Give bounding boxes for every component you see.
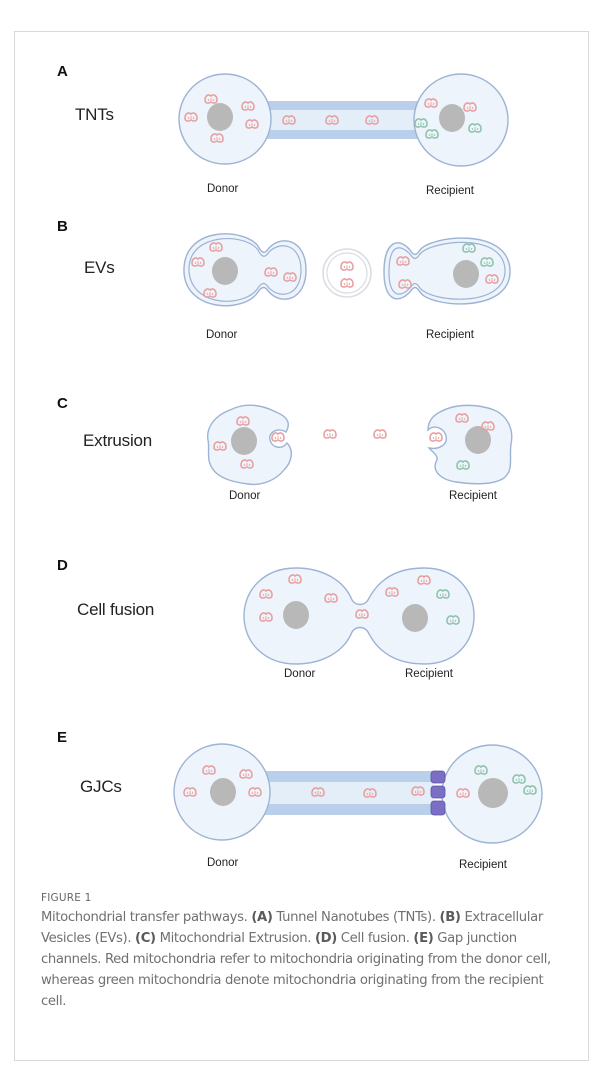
panel-b-diagram bbox=[183, 233, 511, 307]
donor-nucleus bbox=[207, 103, 233, 131]
recipient-nucleus bbox=[465, 426, 491, 454]
panel-a-name: TNTs bbox=[75, 105, 114, 124]
recipient-cell-membrane-inner bbox=[388, 241, 506, 300]
panel-e-name: GJCs bbox=[80, 777, 122, 796]
panel-a-diagram bbox=[178, 73, 509, 167]
figure-card bbox=[14, 31, 589, 1061]
panel-a-letter: A bbox=[57, 63, 68, 80]
gap-junction bbox=[430, 770, 446, 784]
red-mitochondrion-icon bbox=[429, 432, 443, 442]
panel-e-donor-label: Donor bbox=[207, 857, 239, 869]
panel-e-diagram bbox=[173, 743, 543, 844]
figure-number: FIGURE 1 bbox=[41, 892, 92, 904]
recipient-nucleus bbox=[402, 604, 428, 632]
panel-c-letter: C bbox=[57, 395, 68, 412]
gap-junction bbox=[430, 800, 446, 816]
gap-junction bbox=[430, 785, 446, 799]
panel-c-diagram bbox=[207, 404, 513, 486]
extracellular-vesicle bbox=[322, 248, 372, 298]
caption-text: Mitochondrial Extrusion. bbox=[155, 931, 315, 946]
recipient-nucleus bbox=[439, 104, 465, 132]
panel-e-recipient-label: Recipient bbox=[459, 859, 507, 871]
panel-b-donor-label: Donor bbox=[206, 329, 238, 341]
red-mitochondrion-icon bbox=[271, 432, 285, 442]
caption-text: Mitochondrial transfer pathways. bbox=[41, 910, 252, 925]
donor-nucleus bbox=[283, 601, 309, 629]
tunnel-nanotube-lumen bbox=[260, 110, 420, 130]
panel-d-recipient-label: Recipient bbox=[405, 668, 453, 680]
panel-d-letter: D bbox=[57, 557, 68, 574]
caption-panel-ref: (E) bbox=[413, 931, 434, 946]
donor-nucleus bbox=[212, 257, 238, 285]
recipient-nucleus bbox=[453, 260, 479, 288]
caption-text: Cell fusion. bbox=[336, 931, 414, 946]
panel-d-name: Cell fusion bbox=[77, 600, 155, 619]
donor-cell-membrane-inner bbox=[188, 238, 302, 302]
caption-panel-ref: (B) bbox=[439, 910, 461, 925]
cell-connection-lumen bbox=[262, 782, 434, 804]
caption-panel-ref: (C) bbox=[135, 931, 156, 946]
donor-cell-budding bbox=[183, 233, 307, 307]
figure-caption: Mitochondrial transfer pathways. (A) Tun… bbox=[41, 907, 571, 1012]
panel-a-donor-label: Donor bbox=[207, 183, 239, 195]
caption-text: Extracellular Vesicles (EVs). bbox=[41, 910, 543, 946]
panel-e-letter: E bbox=[57, 729, 68, 746]
caption-panel-ref: (A) bbox=[251, 910, 273, 925]
panel-b-recipient-label: Recipient bbox=[426, 329, 474, 341]
panel-c-donor-label: Donor bbox=[229, 490, 261, 502]
donor-nucleus bbox=[210, 778, 236, 806]
extracellular-vesicle-inner bbox=[326, 252, 368, 294]
panel-b-name: EVs bbox=[84, 258, 115, 277]
gap-junction-channels bbox=[430, 770, 446, 816]
red-mitochondrion-icon bbox=[323, 429, 337, 439]
panel-b-letter: B bbox=[57, 218, 68, 235]
panel-d-donor-label: Donor bbox=[284, 668, 316, 680]
recipient-cell-fusing bbox=[383, 237, 511, 305]
caption-panel-ref: (D) bbox=[314, 931, 337, 946]
panel-a-recipient-label: Recipient bbox=[426, 185, 474, 197]
recipient-nucleus bbox=[478, 778, 508, 808]
caption-text: Tunnel Nanotubes (TNTs). bbox=[272, 910, 440, 925]
caption-text: Gap junction channels. Red mitochondria … bbox=[41, 931, 551, 1009]
donor-nucleus bbox=[231, 427, 257, 455]
red-mitochondrion-icon bbox=[373, 429, 387, 439]
panel-c-name: Extrusion bbox=[83, 431, 153, 450]
fused-cell bbox=[243, 567, 475, 665]
panel-d-diagram bbox=[243, 567, 475, 665]
panel-c-recipient-label: Recipient bbox=[449, 490, 497, 502]
